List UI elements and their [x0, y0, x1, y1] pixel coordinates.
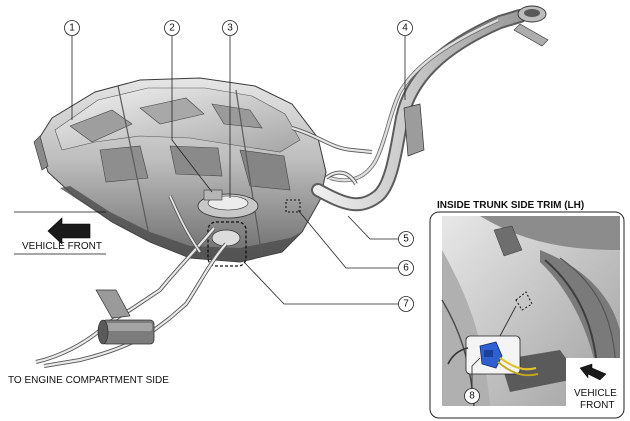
fuel-pump-unit: [197, 189, 259, 247]
vehicle-front-label: VEHICLE FRONT: [22, 241, 102, 252]
callout-8: 8: [464, 357, 481, 404]
svg-text:1: 1: [69, 23, 75, 34]
callout-3: 3: [222, 20, 238, 198]
callout-4: 4: [397, 20, 413, 100]
inset-panel: INSIDE TRUNK SIDE TRIM (LH): [429, 200, 625, 419]
vehicle-front-arrow-icon: [47, 217, 91, 245]
charcoal-canister: [95, 289, 155, 345]
callout-5: 5: [347, 215, 414, 247]
inset-vehicle-front-indicator: VEHICLE FRONT: [566, 358, 620, 411]
inset-title: INSIDE TRUNK SIDE TRIM (LH): [437, 200, 584, 211]
yellow-wire: [499, 357, 537, 371]
svg-text:6: 6: [403, 263, 409, 274]
inset-front-label: FRONT: [580, 400, 614, 411]
vehicle-front-indicator: VEHICLE FRONT: [14, 211, 106, 255]
inset-vehicle-label: VEHICLE: [574, 388, 617, 399]
svg-text:2: 2: [169, 23, 175, 34]
svg-text:5: 5: [403, 234, 409, 245]
svg-text:4: 4: [402, 23, 408, 34]
callout-7: 7: [243, 261, 414, 312]
clip-highlight-box: [285, 199, 301, 213]
callout-2: 2: [164, 20, 213, 193]
svg-text:3: 3: [227, 23, 233, 34]
callout-1: 1: [64, 20, 80, 120]
vent-hoses: [291, 126, 373, 186]
inset-front-arrow-icon: [579, 363, 607, 381]
connector-highlight-box: [207, 221, 247, 267]
engine-compartment-label: TO ENGINE COMPARTMENT SIDE: [8, 375, 169, 386]
filler-pipe: [311, 5, 549, 212]
fuel-tank: [33, 77, 327, 263]
svg-text:7: 7: [403, 299, 409, 310]
callout-6: 6: [297, 209, 414, 276]
svg-text:8: 8: [469, 391, 475, 402]
